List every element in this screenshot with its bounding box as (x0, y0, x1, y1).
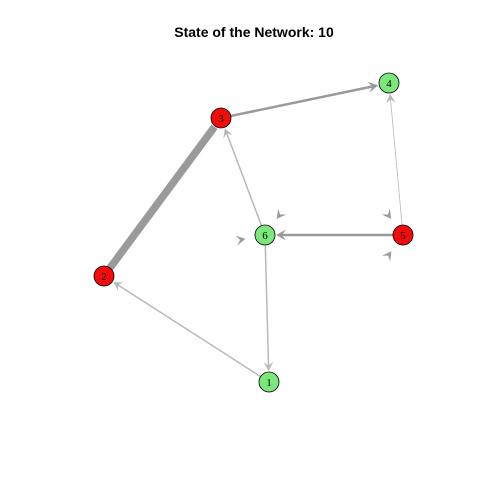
plot-title: State of the Network: 10 (174, 24, 334, 40)
node-label: 5 (400, 230, 406, 242)
edge-arrowhead (385, 93, 396, 104)
node-circle (378, 72, 400, 94)
edge-line (226, 133, 263, 226)
node-label: 1 (266, 377, 272, 389)
node-4: 4 (378, 72, 400, 94)
node-circle (258, 371, 280, 393)
edge-line (230, 85, 373, 118)
loop-arrowhead (382, 251, 392, 262)
edge-line (390, 99, 403, 226)
loop-arrowhead (235, 235, 246, 246)
node-5: 5 (392, 224, 414, 246)
node-label: 3 (218, 113, 224, 125)
node-label: 6 (262, 230, 268, 242)
edge-arrowhead (367, 81, 379, 93)
edge-5-6 (276, 229, 393, 241)
edge-6-6 (235, 208, 287, 246)
edge-6-3 (223, 128, 263, 226)
edge-6-1 (263, 244, 274, 372)
node-circle (392, 224, 414, 246)
node-circle (93, 265, 115, 287)
edge-arrowhead (276, 229, 286, 241)
loop-arrowhead (381, 208, 392, 219)
nodes-layer: 1 2 3 4 5 6 (93, 72, 414, 393)
edge-2-3 (106, 124, 218, 271)
node-1: 1 (258, 371, 280, 393)
edge-5-5 (381, 208, 392, 262)
edge-arrowhead (263, 361, 274, 372)
edge-line (106, 124, 218, 271)
edge-line (264, 244, 270, 366)
node-6: 6 (254, 224, 276, 246)
edge-1-2 (113, 281, 261, 378)
edge-arrowhead (223, 128, 233, 139)
node-label: 2 (101, 271, 107, 283)
edge-5-4 (385, 93, 403, 226)
node-3: 3 (210, 107, 232, 129)
node-2: 2 (93, 265, 115, 287)
node-circle (210, 107, 232, 129)
edge-line (117, 284, 261, 378)
node-circle (254, 224, 276, 246)
loop-arrowhead (276, 208, 287, 219)
edges-layer (106, 81, 403, 378)
node-label: 4 (386, 78, 392, 90)
edge-arrowhead (113, 281, 124, 291)
edge-3-4 (230, 81, 379, 118)
